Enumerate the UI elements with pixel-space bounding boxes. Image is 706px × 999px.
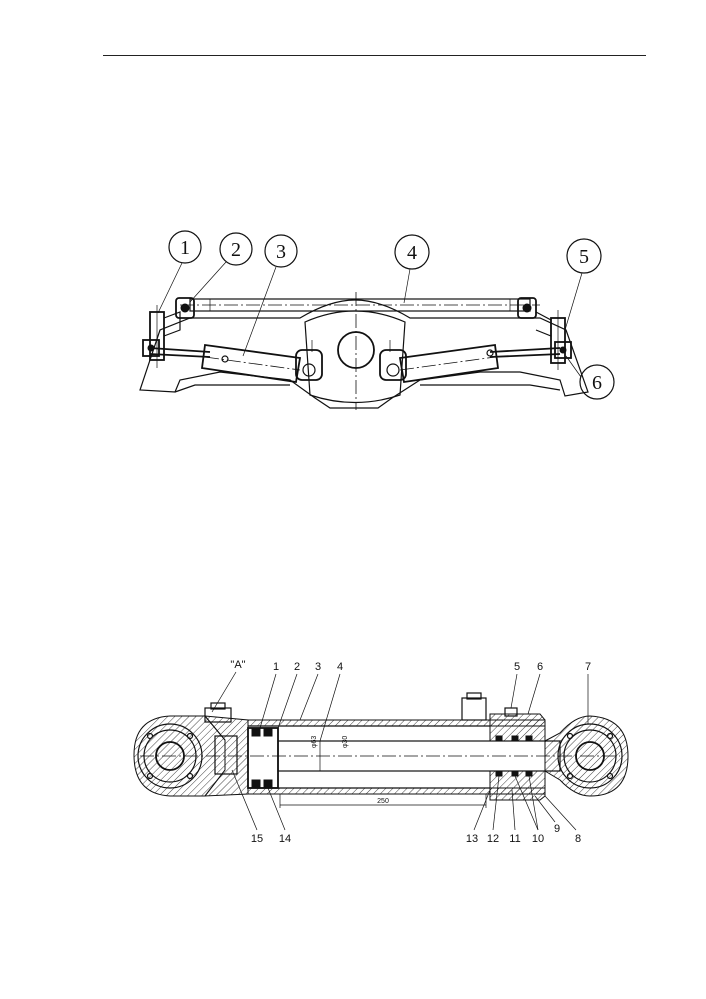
svg-text:5: 5: [514, 661, 520, 673]
axle-lower-edge: [174, 384, 561, 393]
svg-text:3: 3: [276, 241, 286, 263]
svg-text:4: 4: [337, 661, 343, 673]
steering-cylinder-right: [379, 340, 561, 384]
svg-text:6: 6: [592, 372, 602, 394]
piston: [247, 727, 279, 789]
axle-beam: [139, 299, 589, 409]
bottom-callouts: 15 14 13 12 11 10 9 8: [231, 769, 581, 845]
svg-text:15: 15: [251, 833, 263, 845]
view-label-a: "A": [230, 659, 245, 671]
svg-text:9: 9: [554, 823, 560, 835]
svg-text:1: 1: [273, 661, 279, 673]
steering-knuckle-right: [535, 310, 572, 370]
tie-rod: [180, 298, 540, 312]
svg-text:4: 4: [407, 242, 417, 264]
svg-text:5: 5: [579, 246, 589, 268]
callout-5: 5: [564, 238, 602, 331]
svg-text:250: 250: [377, 798, 389, 805]
tie-rod-joint-left: [175, 297, 195, 319]
svg-text:2: 2: [231, 239, 241, 261]
right-rod-eye: [544, 715, 629, 797]
barrel-port: [461, 692, 487, 721]
header-rule: [103, 55, 646, 56]
svg-text:13: 13: [466, 833, 478, 845]
svg-text:6: 6: [537, 661, 543, 673]
rod-gland: [489, 713, 546, 801]
svg-text:7: 7: [585, 661, 591, 673]
axle-steering-figure: [139, 292, 589, 410]
svg-text:14: 14: [279, 833, 291, 845]
svg-text:8: 8: [575, 833, 581, 845]
svg-text:3: 3: [315, 661, 321, 673]
axle-center-hub: [304, 310, 406, 404]
dimension-stroke: 250: [279, 794, 487, 808]
svg-text:2: 2: [294, 661, 300, 673]
cylinder-section-figure: 250 φ63 φ30 "A" 1 2 3 4 5 6 7: [133, 659, 629, 845]
callout-6: 6: [565, 355, 615, 400]
tie-rod-joint-right: [517, 297, 537, 319]
svg-text:10: 10: [532, 833, 544, 845]
steering-cylinder-left: [149, 340, 323, 384]
callout-1: 1: [157, 230, 202, 314]
callout-3: 3: [242, 234, 298, 357]
left-end-cap: [203, 702, 249, 797]
dimension-bore: φ63: [311, 736, 318, 748]
callout-4: 4: [394, 234, 430, 304]
steering-knuckle-left: [142, 305, 181, 368]
callout-2: 2: [189, 232, 253, 303]
svg-text:12: 12: [487, 833, 499, 845]
svg-text:1: 1: [180, 237, 190, 259]
dimension-rod: φ30: [342, 736, 349, 748]
top-callouts: 1 2 3 4 5 6 7: [259, 661, 591, 742]
svg-text:11: 11: [509, 833, 520, 845]
